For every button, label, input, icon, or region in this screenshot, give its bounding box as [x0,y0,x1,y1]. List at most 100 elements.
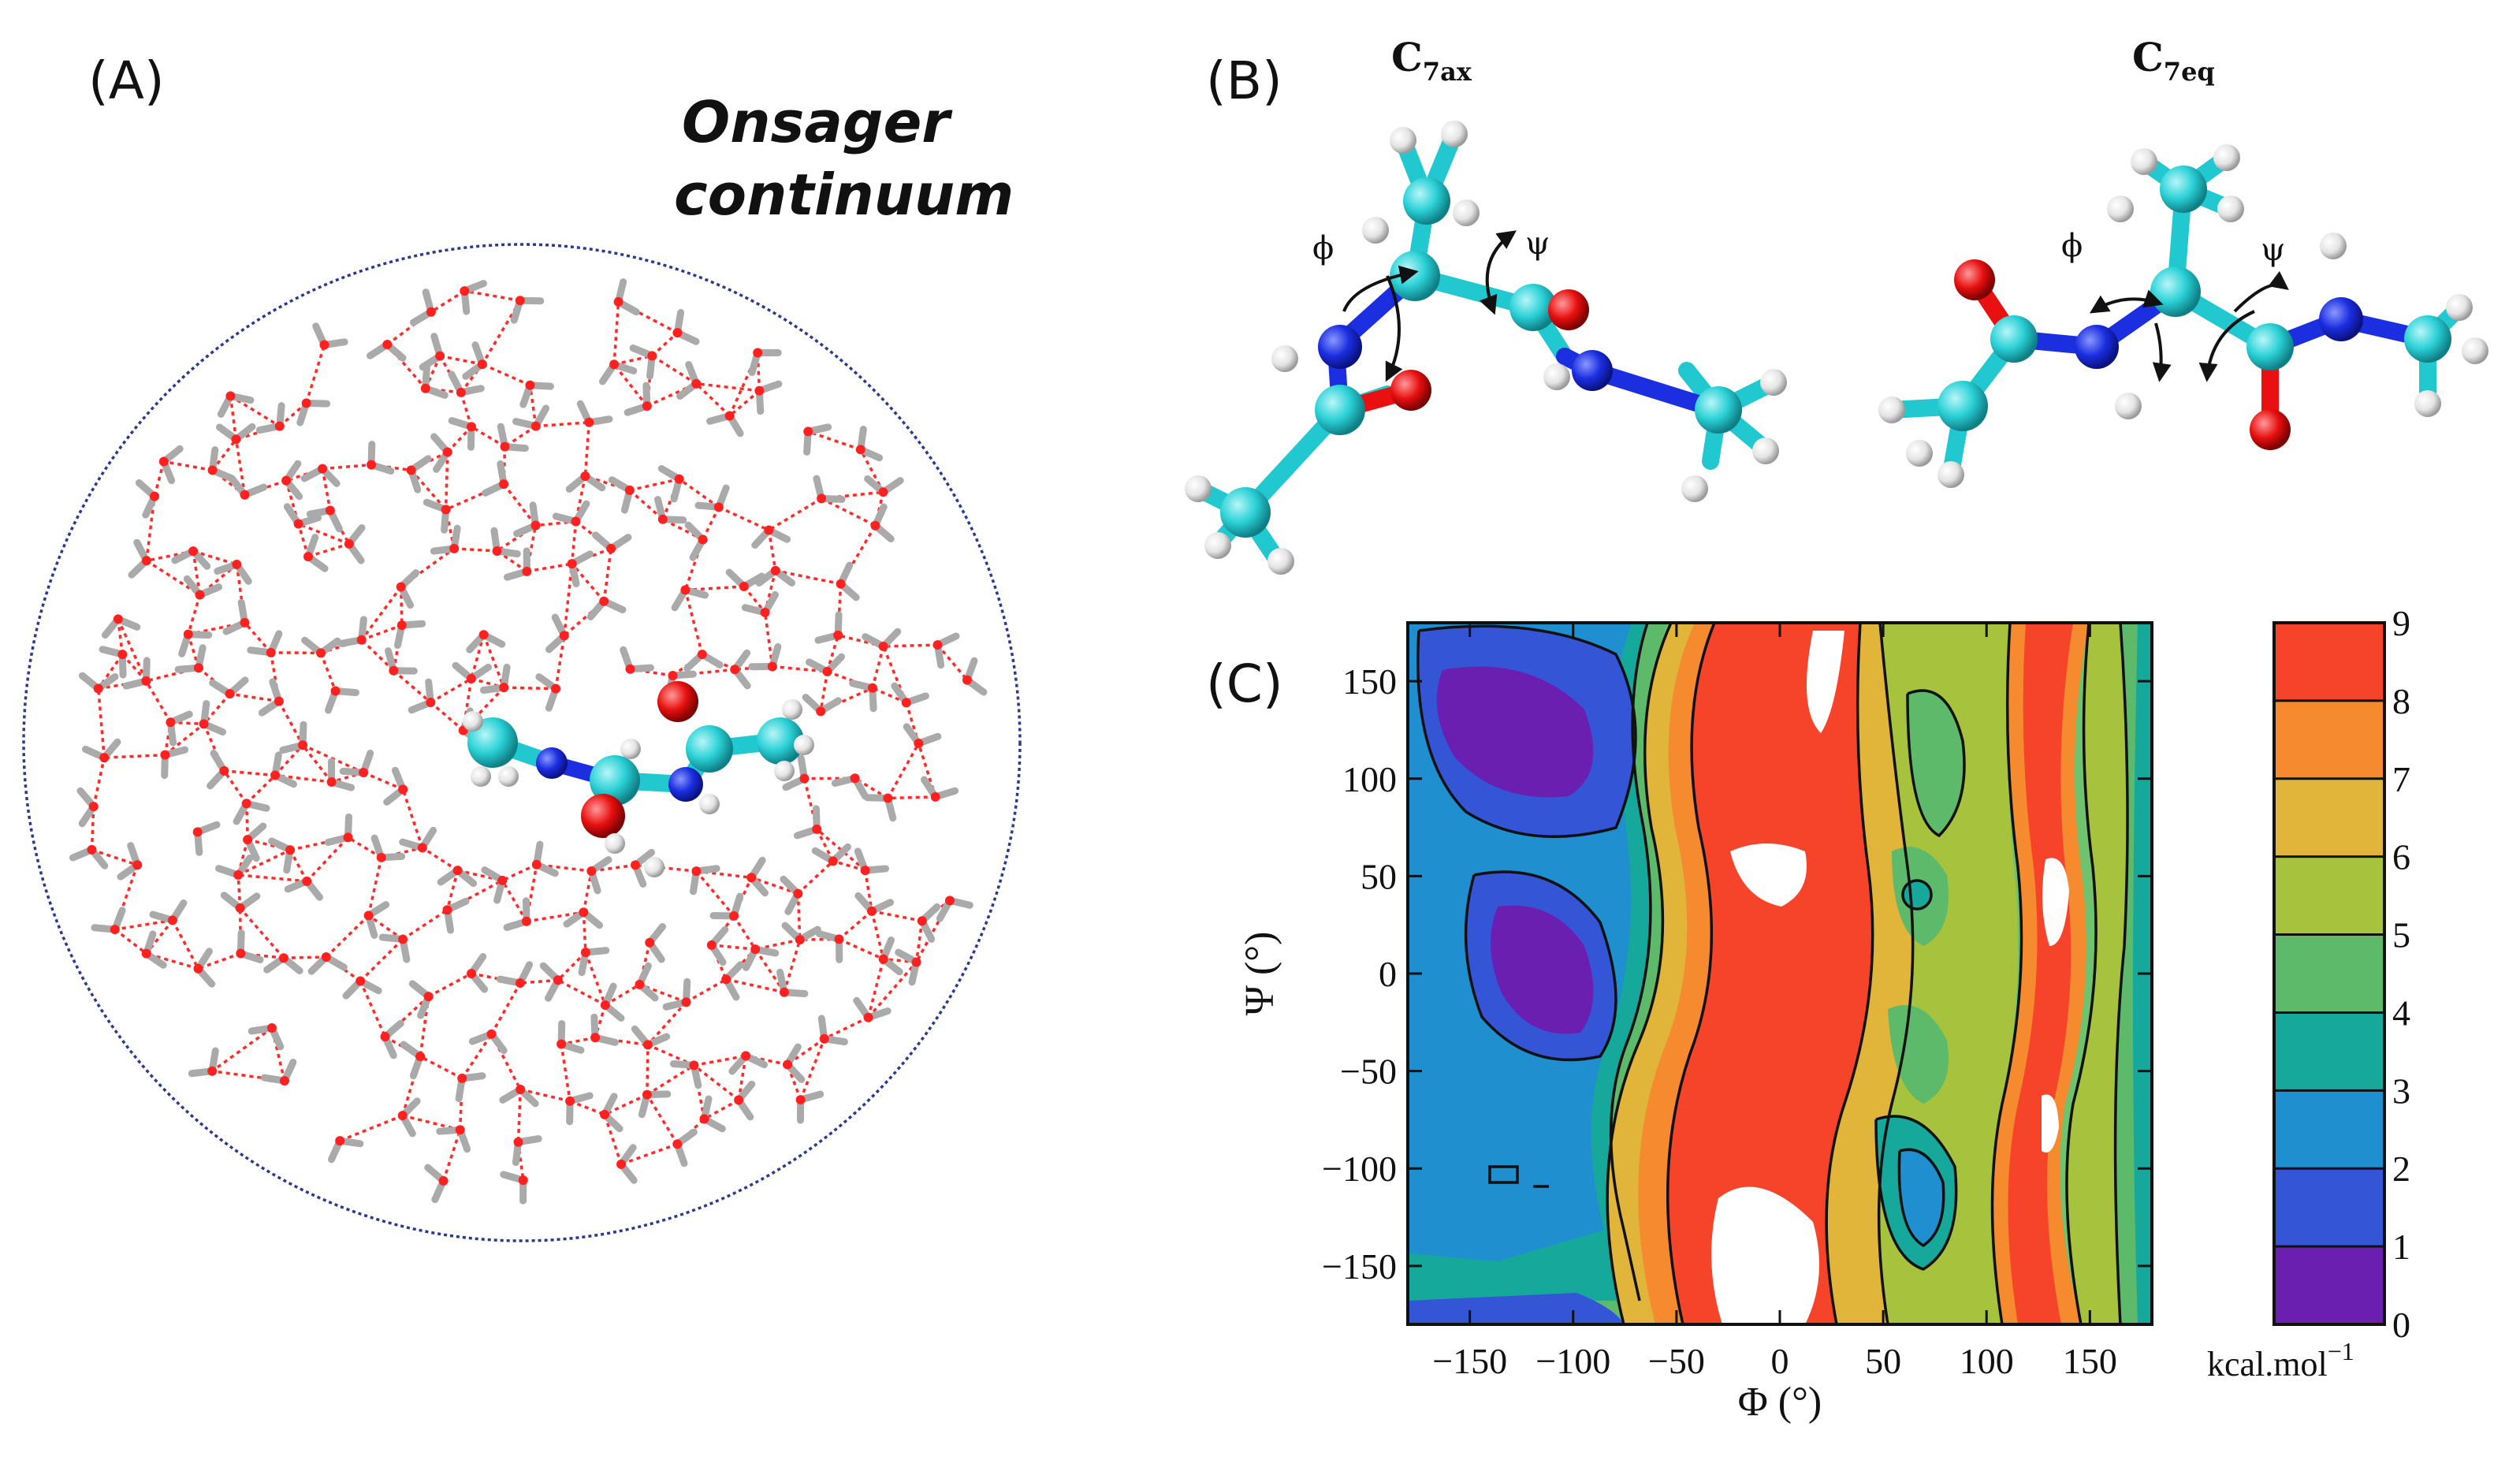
colorbar-tick-label: 4 [2392,992,2410,1033]
water-molecule [556,1020,585,1054]
colorbar-level [2274,1168,2384,1247]
water-molecule [281,460,303,501]
water-molecule [734,1080,756,1121]
contour-lines [1416,623,2129,1324]
water-molecule [743,944,780,971]
water-molecule [324,813,353,847]
water-molecule [268,837,296,874]
water-molecule [567,550,594,588]
water-molecule [396,569,420,609]
water-molecule [462,341,487,380]
water-molecule [303,534,329,572]
colorbar-frame [2272,621,2386,1326]
water-molecule [531,840,559,877]
water-molecule [806,653,845,676]
water-molecule [854,847,890,876]
water-molecule [782,754,810,791]
onsager-cavity-circle [22,243,1022,1242]
water-molecule [586,856,612,895]
water-molecule [370,834,406,862]
water-molecule [709,892,744,921]
water-molecule [419,333,445,371]
water-molecule [962,657,988,696]
water-molecule [160,746,189,780]
water-molecule [117,842,143,881]
y-tick-label: −50 [1340,1052,1397,1092]
water-molecule [741,590,779,617]
colorbar-tick-label: 6 [2392,837,2410,877]
panel-a: (A) Onsager continuum [22,50,1022,1242]
water-molecule [339,749,374,777]
water-molecule [600,1093,623,1133]
water-molecule [853,996,891,1022]
colorbar-level [2274,1090,2384,1169]
water-molecule [233,799,270,825]
water-molecule [466,630,506,654]
water-molecule [513,501,541,538]
water-molecule [228,475,268,500]
water-molecule [552,500,590,527]
water-molecule [599,359,638,385]
water-molecule [631,848,656,888]
x-tick-label: 100 [1960,1341,2014,1381]
water-molecule [171,546,211,570]
panel-b-label: (B) [1206,50,1282,111]
water-molecule [748,348,782,376]
water-molecule [917,903,941,943]
water-molecule [671,585,709,612]
water-molecule [248,1023,285,1051]
water-molecule [780,875,803,915]
water-molecule [725,568,765,592]
water-molecule [635,962,659,1002]
water-molecule [91,907,126,935]
water-molecule [207,750,229,790]
colorbar-level [2274,934,2384,1013]
water-molecule [363,901,390,939]
water-molecule [76,787,99,828]
water-molecule [174,644,207,673]
water-molecule [284,876,323,901]
water-molecule [576,400,613,427]
water-molecule [510,296,545,324]
water-molecule [344,524,366,564]
water-molecule [135,479,159,519]
contour-fills [1408,623,2152,1324]
water-molecule [623,382,652,416]
colorbar-tick-label: 3 [2392,1071,2410,1111]
water-molecule [467,952,489,993]
water-molecule [263,953,303,974]
water-molecule [149,899,188,925]
water-molecule [565,471,606,493]
water-molecule [188,1047,219,1078]
water-molecule [214,560,252,585]
water-molecule [312,322,348,350]
water-molecule [878,937,903,976]
colorbar-tick-label: 8 [2392,681,2410,721]
water-molecule [260,1058,297,1086]
water-molecule [279,721,308,754]
water-molecule [215,423,256,445]
c7eq-phi-label: ϕ [2061,228,2083,264]
colorbar-level [2274,1246,2384,1325]
water-molecule [728,1051,769,1075]
onsager-label-line2: continuum [674,162,1014,228]
water-molecule [436,1125,471,1153]
water-molecule [406,455,432,493]
water-molecule [613,278,640,316]
water-molecule [776,968,809,998]
water-molecule [781,922,821,945]
water-molecule [430,433,452,473]
y-axis-label: Ψ (°) [1238,932,1282,1016]
c7eq-molecule: ϕ ψ [1878,144,2488,488]
water-molecule [328,1136,364,1164]
colorbar-level [2274,856,2384,936]
water-molecule [301,636,341,658]
x-tick-label: 150 [2063,1341,2117,1381]
water-molecule [936,896,973,922]
water-molecule [813,475,846,504]
water-molecule [300,464,341,487]
y-tick-label: 100 [1342,759,1397,799]
water-molecule [694,484,730,512]
water-molecule [342,976,382,1000]
